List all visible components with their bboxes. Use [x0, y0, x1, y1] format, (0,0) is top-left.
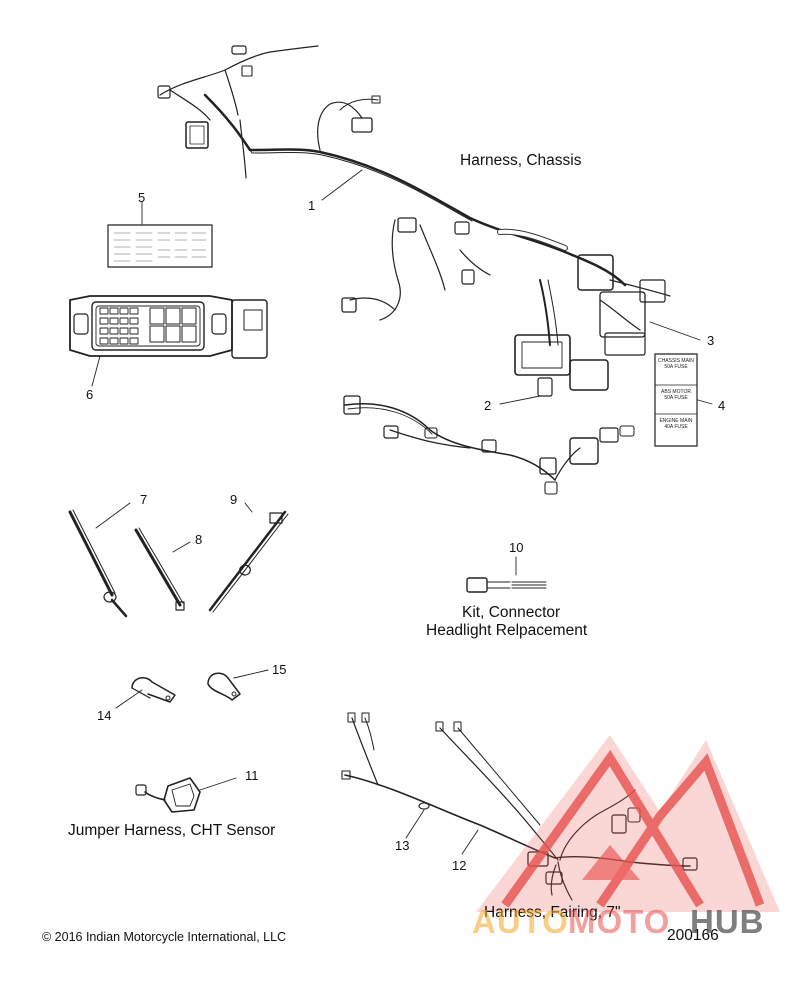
callout-12: 12	[452, 858, 467, 873]
callout-8: 8	[195, 532, 203, 547]
watermark-text-auto: AUTO	[472, 903, 569, 940]
automotohub-watermark-logo	[476, 735, 780, 912]
cht-jumper-harness-drawing	[135, 777, 201, 813]
callout-2: 2	[484, 398, 492, 413]
callout-5: 5	[138, 190, 146, 205]
fuse-box-drawing	[69, 295, 268, 359]
leader-lines	[91, 169, 713, 855]
callout-11: 11	[245, 768, 259, 783]
callout-9: 9	[230, 492, 238, 507]
caption-harness-fairing: Harness, Fairing, 7"	[484, 904, 621, 921]
callout-4: 4	[718, 398, 726, 413]
connector-kit-drawing	[466, 577, 547, 593]
caption-harness-chassis: Harness, Chassis	[460, 152, 582, 169]
callout-10: 10	[509, 540, 524, 555]
copyright-notice: © 2016 Indian Motorcycle International, …	[42, 930, 287, 944]
caption-jumper-harness: Jumper Harness, CHT Sensor	[68, 822, 276, 839]
fuse-label-decal	[654, 353, 698, 447]
callout-6: 6	[86, 387, 94, 402]
watermark-text-moto: MOTO	[568, 903, 671, 940]
fuse-decal-chassis-main: CHASSIS MAIN 50A FUSE	[658, 358, 694, 370]
callout-15: 15	[272, 662, 287, 677]
cable-tie-8	[134, 527, 185, 611]
cable-tie-9	[208, 510, 289, 613]
fuse-box-decal	[107, 224, 213, 268]
callout-3: 3	[707, 333, 715, 348]
watermark-text-hub: HUB	[690, 903, 765, 940]
callout-14: 14	[97, 708, 112, 723]
callout-13: 13	[395, 838, 410, 853]
clamp-15	[207, 672, 241, 701]
fuse-decal-abs-motor: ABS MOTOR 50A FUSE	[661, 389, 691, 401]
drawing-number: 200166	[667, 927, 719, 944]
clamp-14	[131, 677, 176, 703]
fuse-decal-engine-main: ENGINE MAIN 40A FUSE	[659, 418, 693, 430]
callout-1: 1	[308, 198, 316, 213]
chassis-harness-drawing	[157, 45, 671, 495]
caption-kit-connector: Kit, Connector	[462, 604, 561, 621]
cable-tie-7	[68, 509, 128, 618]
callout-7: 7	[140, 492, 148, 507]
caption-headlight-replacement: Headlight Relpacement	[426, 622, 588, 639]
